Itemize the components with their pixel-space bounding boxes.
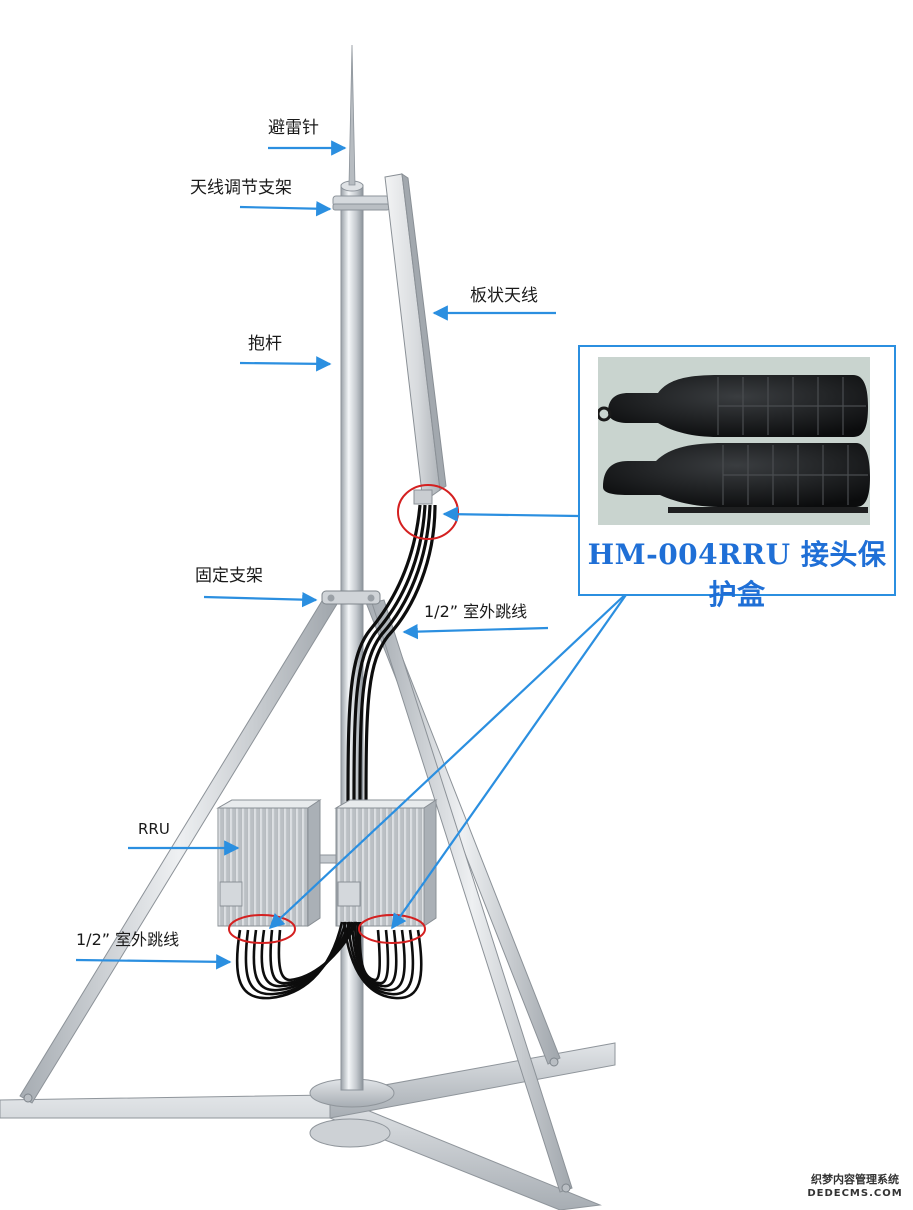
protection-box-bottom bbox=[603, 443, 870, 513]
arrow-inset-to-rru-left bbox=[268, 591, 629, 930]
highlight-rru-left-connector bbox=[228, 914, 296, 944]
callout-arrows bbox=[75, 140, 629, 970]
arrow-lower-jumper bbox=[75, 954, 232, 970]
connector-box-caption: HM-004RRU 接头保护盒 bbox=[587, 538, 887, 611]
arrow-pole bbox=[239, 356, 332, 372]
watermark-line1: 织梦内容管理系统 bbox=[811, 1173, 899, 1186]
label-antenna-bracket: 天线调节支架 bbox=[190, 178, 292, 198]
antenna-bracket bbox=[332, 195, 390, 211]
arrow-upper-jumper bbox=[402, 623, 549, 640]
arrow-inset-to-antenna bbox=[442, 506, 579, 522]
label-pole: 抱杆 bbox=[248, 334, 282, 354]
protection-box-top bbox=[598, 375, 868, 437]
label-panel-antenna: 板状天线 bbox=[470, 286, 538, 306]
arrow-antenna-bracket bbox=[239, 200, 332, 217]
lower-jumper-left bbox=[235, 921, 359, 1000]
connector-box-inset: HM-004RRU 接头保护盒 bbox=[578, 345, 896, 611]
arrow-fixing-bracket bbox=[203, 591, 318, 608]
watermark: 织梦内容管理系统 DEDECMS.COM bbox=[803, 1172, 907, 1200]
connector-box-photo bbox=[598, 357, 870, 525]
fixing-bracket bbox=[321, 590, 381, 605]
panel-antenna bbox=[384, 172, 447, 505]
label-rru: RRU bbox=[138, 820, 170, 838]
watermark-line2: DEDECMS.COM bbox=[807, 1188, 903, 1199]
rru-left bbox=[216, 799, 322, 927]
arrow-inset-to-rru-right bbox=[391, 591, 629, 930]
label-jumper-lower: 1/2” 室外跳线 bbox=[76, 930, 180, 949]
label-jumper-upper: 1/2” 室外跳线 bbox=[424, 602, 528, 621]
label-fixing-bracket: 固定支架 bbox=[195, 566, 263, 586]
upper-jumper-cables bbox=[346, 504, 437, 921]
tripod-legs bbox=[19, 595, 573, 1193]
label-lightning-rod: 避雷针 bbox=[268, 118, 319, 138]
lower-jumper-right bbox=[342, 921, 423, 1000]
highlight-antenna-connector bbox=[397, 484, 459, 540]
rru-right bbox=[334, 799, 438, 927]
